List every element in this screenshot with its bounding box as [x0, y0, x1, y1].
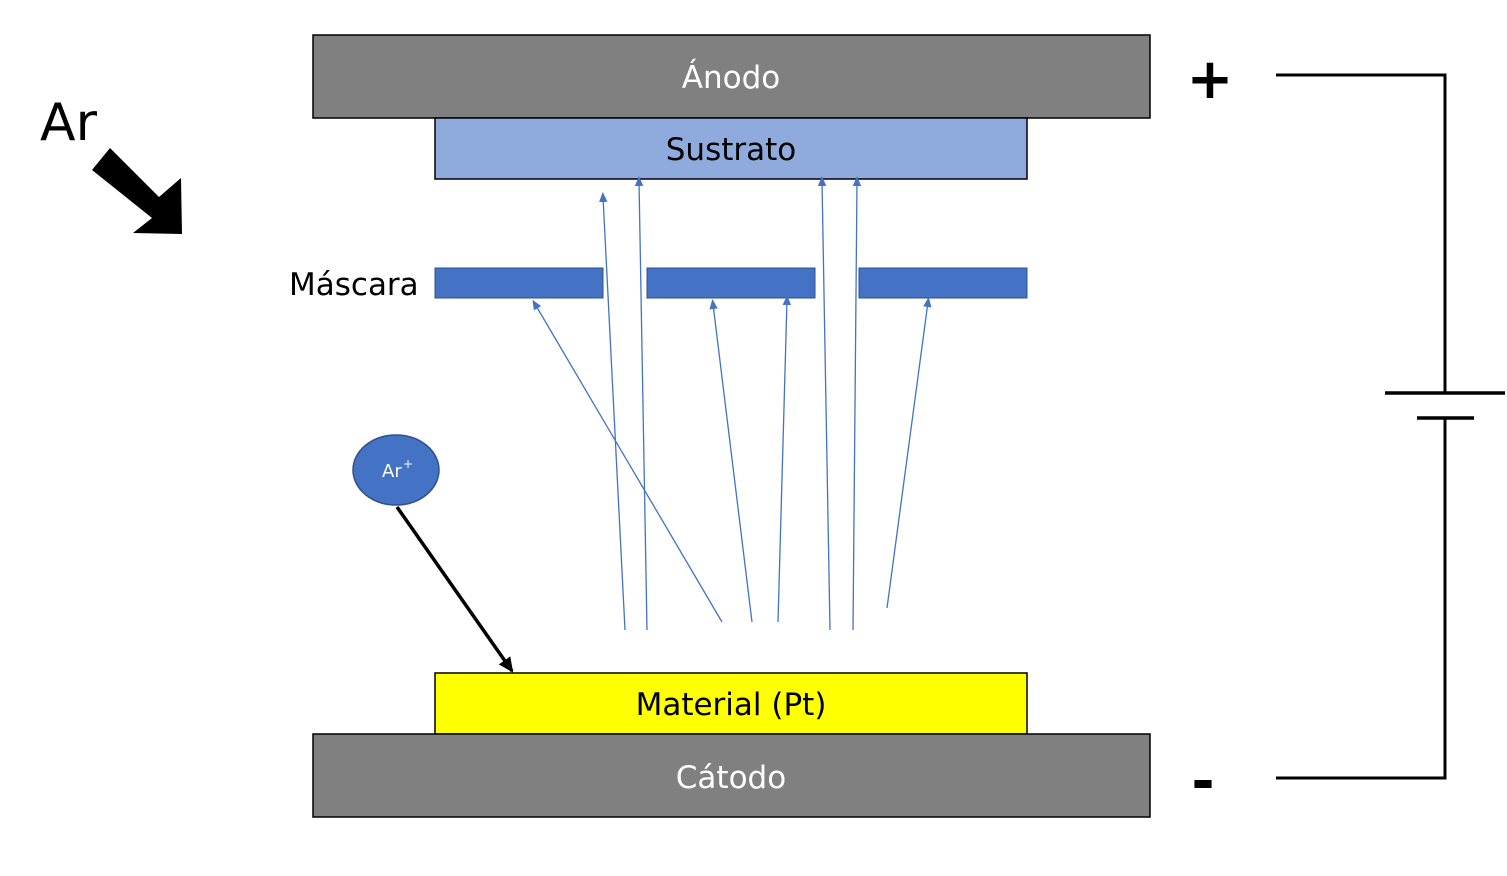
ion-impact-arrow	[395, 505, 514, 673]
anode-plate	[312, 34, 1151, 119]
cathode-plate	[312, 733, 1151, 818]
particle-path-to-mask	[886, 297, 932, 609]
positive-terminal-label: +	[1187, 47, 1234, 112]
gas-label: Ar	[40, 93, 98, 153]
particle-path-to-mask	[777, 295, 792, 623]
positive-wire	[1276, 73, 1447, 393]
mask-segment-center	[646, 267, 816, 299]
mask-segment-left	[434, 267, 604, 299]
argon-ion-label: Ar	[382, 461, 402, 482]
mask-label: Máscara	[289, 267, 419, 303]
mask-segment-right	[858, 267, 1028, 299]
particle-path-to-substrate	[817, 176, 831, 631]
gas-inlet-arrow-icon	[92, 148, 182, 234]
negative-terminal-label: -	[1191, 749, 1214, 814]
substrate-label: Sustrato	[666, 132, 797, 168]
particle-path-to-substrate	[852, 176, 862, 631]
substrate-plate	[434, 117, 1028, 180]
negative-wire	[1276, 418, 1447, 780]
particle-path-to-mask	[532, 299, 723, 623]
particle-path-to-substrate	[634, 176, 648, 631]
particle-path-to-mask	[709, 299, 753, 623]
target-material-label: Material (Pt)	[636, 687, 827, 723]
cathode-label: Cátodo	[676, 760, 786, 796]
argon-ion	[352, 434, 440, 506]
argon-ion-charge: +	[403, 457, 413, 471]
particle-paths	[532, 176, 932, 631]
anode-label: Ánodo	[682, 60, 780, 96]
target-material-plate	[434, 672, 1028, 735]
particle-path-to-substrate	[599, 192, 626, 631]
